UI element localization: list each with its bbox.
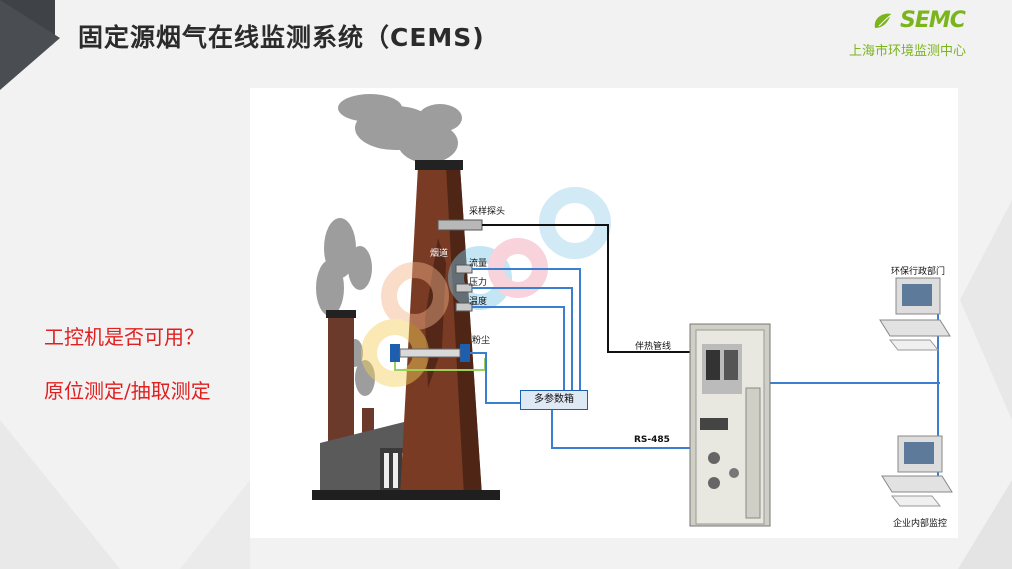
label-heated-line: 伴热管线 bbox=[635, 342, 672, 352]
cems-diagram: 采样探头 烟道 流量 压力 温度 粉尘 伴热管线 RS-485 环保行政部门 企… bbox=[250, 88, 958, 538]
semc-logo bbox=[874, 13, 892, 28]
diagram-graphics bbox=[312, 94, 953, 527]
multi-param-box: 多参数箱 bbox=[520, 390, 588, 410]
label-enterprise-monitor: 企业内部监控 bbox=[893, 519, 948, 529]
label-sampling-probe: 采样探头 bbox=[469, 207, 506, 217]
label-flue: 烟道 bbox=[430, 249, 449, 259]
label-rs485: RS-485 bbox=[634, 435, 670, 445]
rs485-path bbox=[551, 408, 690, 449]
leaf-icon bbox=[874, 13, 891, 28]
label-flow: 流量 bbox=[469, 259, 488, 269]
question-measurement-method: 原位测定/抽取测定 bbox=[44, 379, 211, 403]
heated-line-path bbox=[482, 224, 690, 353]
analyzer-cabinet bbox=[689, 323, 771, 527]
label-env-dept: 环保行政部门 bbox=[891, 267, 946, 277]
page-title: 固定源烟气在线监测系统（CEMS) bbox=[78, 23, 485, 52]
smoke-plume bbox=[316, 94, 462, 396]
logo-text: SEMC bbox=[900, 8, 966, 33]
ground-base bbox=[312, 490, 500, 500]
label-pressure: 压力 bbox=[469, 278, 488, 288]
computer-enterprise-icon bbox=[881, 435, 953, 507]
computer-env-dept-icon bbox=[879, 277, 951, 351]
org-name: 上海市环境监测中心 bbox=[849, 44, 967, 59]
label-temperature: 温度 bbox=[469, 297, 488, 307]
question-industrial-pc: 工控机是否可用？ bbox=[44, 325, 204, 349]
sampling-probe-icon bbox=[437, 219, 483, 231]
dust-emitter-icon bbox=[390, 344, 400, 362]
dust-receiver-icon bbox=[460, 344, 470, 362]
label-dust: 粉尘 bbox=[472, 336, 491, 346]
